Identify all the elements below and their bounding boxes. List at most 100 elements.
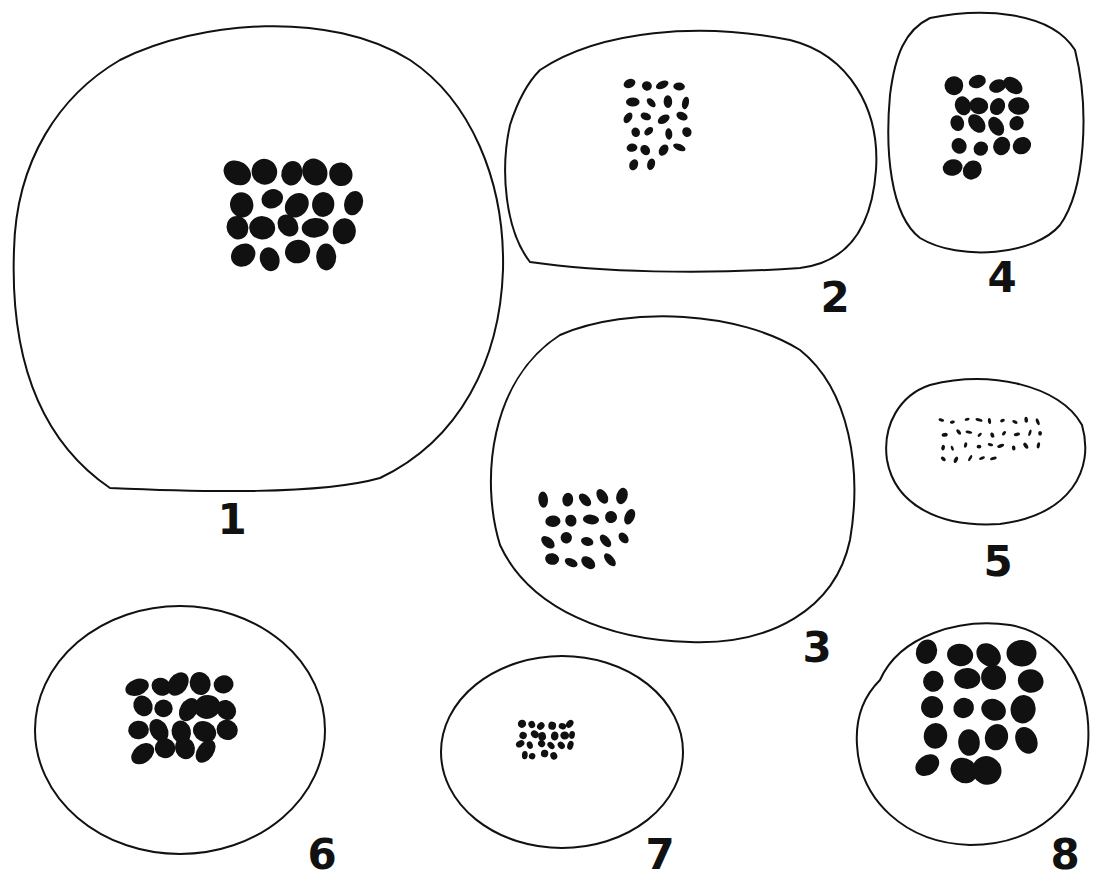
chromosome [645,97,657,109]
chromosome [187,670,213,698]
chromosome [580,536,594,548]
chromosome [594,487,611,506]
chromosome [191,736,219,767]
chromosome [518,731,527,740]
chromosome [616,531,630,546]
chromosome [949,114,966,133]
cell-outline [888,13,1083,253]
chromosome [1038,431,1042,436]
chromosome [1007,96,1030,115]
figure-number: 1 [217,499,246,541]
chromosome [663,95,672,108]
figure-number: 2 [820,277,849,319]
chromosome [665,128,673,140]
chromosome [990,456,997,461]
chromosome [938,418,944,423]
chromosome [526,741,534,750]
chromosome [942,74,966,98]
chromosome [537,731,547,741]
chromosome [941,157,964,178]
chromosome [639,111,652,122]
chromosome [516,718,528,730]
chromosome [560,731,569,739]
chromosome [172,734,199,762]
chromosome [965,430,972,434]
chromosome [957,728,980,756]
chromosome [997,443,1005,449]
chromosome [967,73,988,91]
chromosome [130,692,157,720]
chromosome [316,243,336,270]
chromosome [967,751,1006,790]
chromosome [1006,639,1037,667]
chromosome [551,731,559,741]
chromosome [917,692,948,723]
chromosome [1006,113,1026,133]
chromosome [546,740,556,750]
figure-number: 7 [645,834,674,876]
chromosome [539,534,557,551]
chromosome [123,676,151,699]
chromosome [991,134,1013,157]
chromosome [341,189,366,218]
chromosome [279,159,305,188]
chromosome [528,752,536,760]
chromosome [1015,667,1045,696]
chromosome [544,552,560,566]
chromosome [602,551,618,568]
chromosome [558,722,567,730]
chromosome [982,721,1011,753]
chromosome [127,720,150,740]
chromosome [566,740,575,751]
chromosome [549,751,558,760]
chromosome [641,80,653,92]
chromosome [941,433,948,438]
chromosome [673,82,685,90]
chromosome [655,79,670,91]
chromosome [988,418,992,424]
cell-outline [14,26,503,491]
chromosome [968,96,990,116]
chromosome [646,158,657,171]
chromosome [949,694,978,723]
chromosome [538,491,549,508]
cell-outline [886,379,1085,524]
chromosome [579,554,598,572]
chromosome [1028,429,1033,436]
chromosome [1035,418,1040,426]
chromosome [527,720,536,730]
cell-outline [35,606,325,854]
chromosome [545,515,561,527]
chromosome [154,700,172,718]
chromosome [977,432,983,437]
chromosome [604,510,619,525]
chromosome [1000,73,1026,98]
chromosome [564,718,575,729]
chromosome [922,722,949,751]
chromosome [152,735,178,761]
chromosome [622,111,635,125]
chromosome [563,513,578,529]
chromosome [212,674,235,695]
chromosome [548,721,557,730]
figure-number: 4 [987,257,1016,299]
chromosome [563,556,579,569]
chromosome [681,96,691,110]
chromosome [656,113,671,127]
chromosome [1013,432,1020,437]
chromosome [127,739,158,769]
chromosome [1024,417,1028,423]
chromosome [1012,419,1018,424]
chromosome [282,237,313,267]
chromosome [643,125,655,137]
chromosome [920,668,946,694]
chromosome [638,143,652,157]
chromosome [1001,430,1007,436]
chromosome-group [123,73,1046,790]
chromosome [540,749,549,758]
chromosome [681,126,694,139]
chromosome [1000,418,1006,423]
chromosome [950,445,954,451]
chromosome [941,444,946,451]
cell-outline [505,31,876,272]
